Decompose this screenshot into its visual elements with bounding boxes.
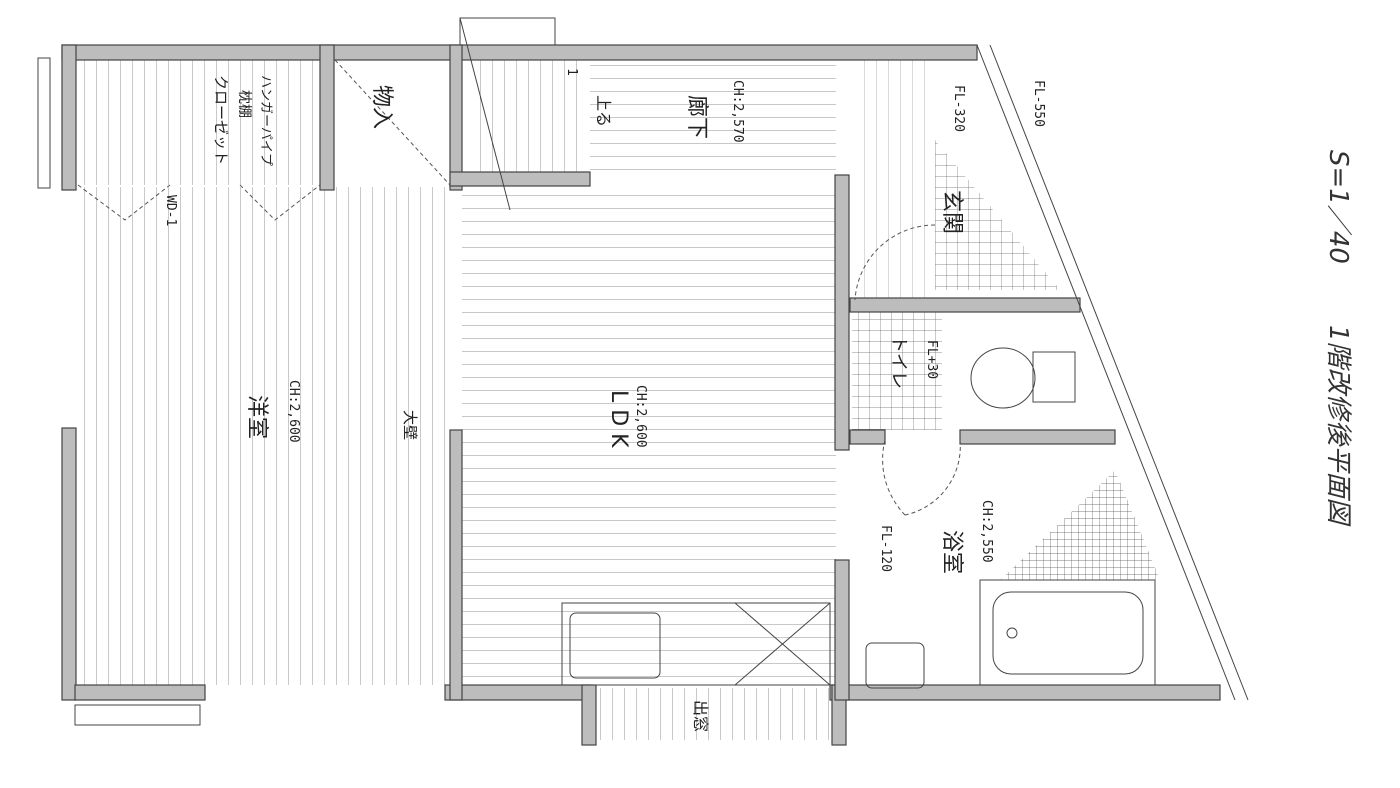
- room-label-toilet: トイレ: [888, 335, 909, 389]
- wall-note: 大壁: [401, 410, 419, 440]
- door-code: WD-1: [163, 195, 178, 226]
- labels: 洋室 CH:2,600 大壁 L D K CH:2,600 廊下 CH:2,57…: [163, 68, 1353, 732]
- wash-basin: [865, 642, 925, 689]
- entrance-floor-level-2: FL-550: [1031, 80, 1046, 127]
- toilet-bowl: [970, 347, 1036, 409]
- floor-finish: [76, 60, 1160, 740]
- room-label-bath: 浴室: [939, 530, 964, 574]
- walls: [37, 17, 1249, 746]
- room-label-storage: 物入: [369, 85, 394, 129]
- bath-floor-level: FL-120: [878, 525, 893, 572]
- entrance-floor-level-1: FL-320: [951, 85, 966, 132]
- ceiling-height-bath: CH:2,550: [979, 500, 994, 563]
- toilet-floor-level: FL+30: [924, 340, 939, 379]
- hanger-pipe-label: ハンガーパイプ: [258, 75, 273, 166]
- room-label-hall: 廊下: [684, 95, 709, 139]
- room-label-ldk: L D K: [606, 390, 631, 448]
- shelf-label: 枕棚: [236, 90, 252, 118]
- stair-step-number: 1: [564, 68, 579, 76]
- ceiling-height-ldk: CH:2,600: [633, 385, 648, 448]
- ceiling-height-hall: CH:2,570: [730, 80, 745, 143]
- room-label-entrance: 玄関: [939, 190, 964, 234]
- drawing-scale: S=1／40: [1323, 150, 1353, 264]
- room-label-western: 洋室: [244, 395, 269, 439]
- closet-label: クローゼット: [212, 75, 230, 165]
- stairs-up-label: 上る: [594, 95, 613, 127]
- drawing-title: 1階改修後平面図: [1323, 325, 1353, 527]
- ceiling-height-western: CH:2,600: [286, 380, 301, 443]
- bay-window-label: 出窓: [691, 700, 710, 732]
- bathtub: [979, 579, 1156, 686]
- fixtures: [77, 17, 1156, 689]
